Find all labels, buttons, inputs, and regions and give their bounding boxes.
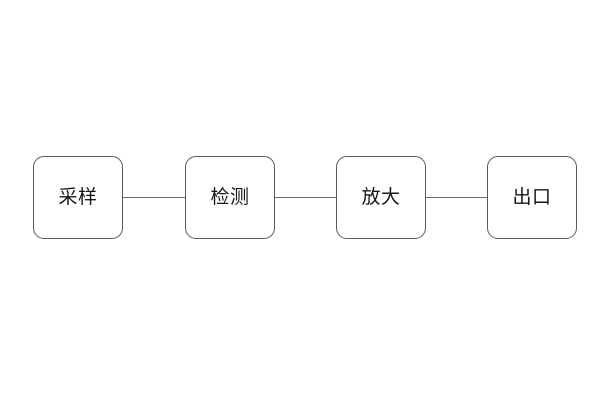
- node-detection[interactable]: 检测: [185, 156, 275, 239]
- connector-amplification-to-output: [426, 197, 487, 198]
- node-sampling[interactable]: 采样: [33, 156, 123, 239]
- node-label-output: 出口: [512, 186, 552, 208]
- connector-detection-to-amplification: [275, 197, 336, 198]
- flow-chain: 采样 检测 放大 出口: [0, 156, 600, 240]
- connector-sampling-to-detection: [123, 197, 185, 198]
- node-amplification[interactable]: 放大: [336, 156, 426, 239]
- node-output[interactable]: 出口: [487, 156, 577, 239]
- node-label-sampling: 采样: [58, 186, 98, 208]
- node-label-amplification: 放大: [361, 186, 401, 208]
- node-label-detection: 检测: [210, 186, 250, 208]
